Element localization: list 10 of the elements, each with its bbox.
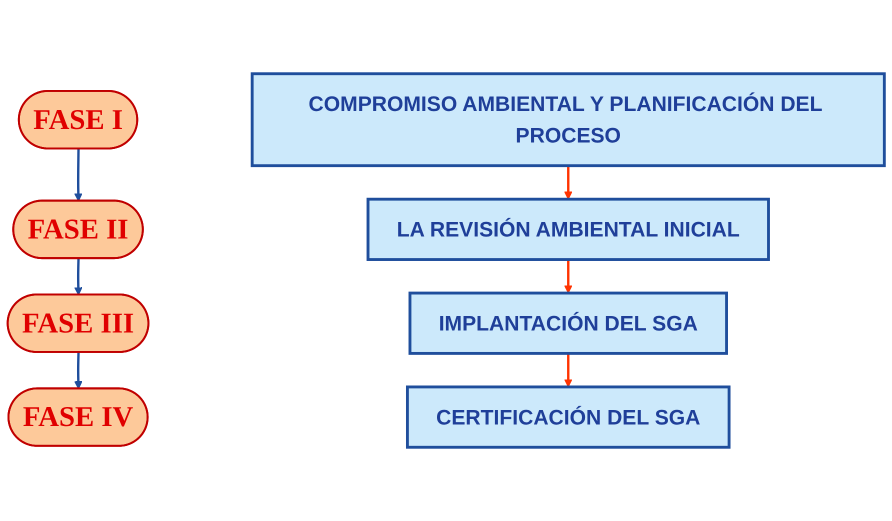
node-box: CERTIFICACIÓN DEL SGA — [406, 386, 731, 449]
arrow — [74, 148, 83, 202]
node-box: COMPROMISO AMBIENTAL Y PLANIFICACIÓN DEL PROCESO — [250, 72, 886, 168]
arrow — [564, 353, 572, 388]
arrow — [564, 260, 572, 294]
arrow — [74, 258, 83, 296]
node-box: IMPLANTACIÓN DEL SGA — [408, 292, 728, 355]
arrow — [74, 352, 83, 390]
arrow — [564, 166, 572, 200]
node-box: LA REVISIÓN AMBIENTAL INICIAL — [366, 198, 770, 261]
